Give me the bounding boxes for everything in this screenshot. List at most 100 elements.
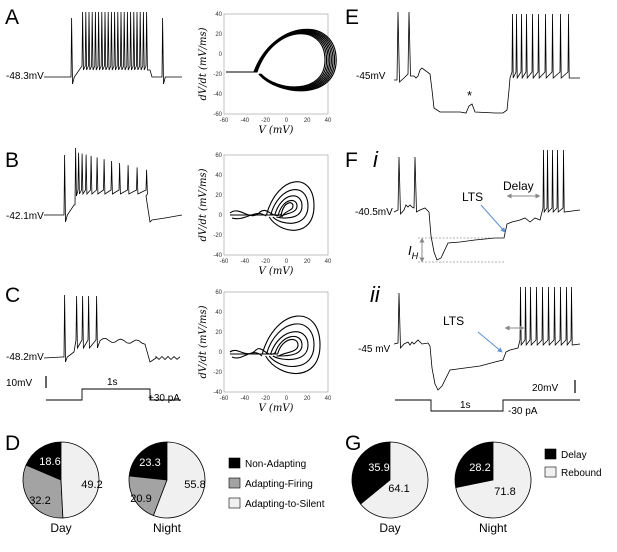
pie-slice bbox=[351, 441, 391, 505]
phase-plot-frame bbox=[223, 291, 329, 393]
lts-label-f-i: LTS bbox=[462, 190, 483, 204]
voltage-scale-label-c: 10mV bbox=[6, 378, 32, 389]
legend-swatch-delay bbox=[544, 448, 557, 460]
y-axis-label: dV/dt (mV/ms) bbox=[198, 27, 209, 100]
phase-loop bbox=[230, 202, 294, 218]
pie-slice bbox=[128, 441, 168, 481]
y-tick-label: -20 bbox=[213, 72, 222, 78]
y-tick-label: 0 bbox=[219, 52, 223, 58]
pie-title: Night bbox=[479, 521, 508, 535]
rest-potential-label-b: -42.1mV bbox=[6, 211, 44, 222]
lts-label-f-ii: LTS bbox=[443, 314, 464, 328]
y-tick-label: -60 bbox=[213, 112, 222, 118]
pie-value-label: 64.1 bbox=[388, 483, 409, 495]
x-tick-label: 20 bbox=[304, 259, 311, 265]
x-tick-label: 40 bbox=[325, 118, 332, 124]
legend-swatch-adapting-to-silent bbox=[228, 497, 241, 509]
phase-loop bbox=[230, 323, 315, 368]
phase-loop bbox=[226, 28, 337, 92]
panel-letter-a: A bbox=[5, 6, 19, 29]
pie-value-label: 18.6 bbox=[39, 456, 60, 468]
rest-potential-label-c: -48.2mV bbox=[6, 352, 44, 363]
phase-loop bbox=[230, 181, 315, 231]
y-tick-label: 40 bbox=[215, 310, 222, 316]
x-tick-label: 0 bbox=[285, 396, 289, 402]
pie-slice bbox=[455, 441, 532, 519]
pie-value-label: 49.2 bbox=[81, 479, 102, 491]
pie-slice bbox=[360, 441, 429, 519]
legend-label-delay: Delay bbox=[561, 450, 587, 461]
y-tick-label: 40 bbox=[215, 12, 222, 18]
voltage-trace-f-ii bbox=[393, 286, 581, 391]
delay-label-f-i: Delay bbox=[503, 179, 534, 193]
y-tick-label: 40 bbox=[215, 173, 222, 179]
pie-slice bbox=[152, 441, 206, 519]
pie-charts: 18.632.249.2Day23.320.955.8Night35.964.1… bbox=[22, 441, 532, 535]
y-tick-label: 60 bbox=[215, 153, 222, 159]
pie-value-label: 55.8 bbox=[184, 479, 205, 491]
phase-loop bbox=[230, 338, 299, 357]
lts-arrow-f-i bbox=[480, 204, 506, 233]
y-axis-label: dV/dt (mV/ms) bbox=[198, 305, 209, 378]
ih-label: IH bbox=[408, 243, 419, 261]
current-step-f bbox=[395, 399, 580, 412]
pie-title: Day bbox=[50, 521, 71, 535]
y-tick-label: 20 bbox=[215, 193, 222, 199]
pie-value-label: 32.2 bbox=[29, 495, 50, 507]
pie-slice bbox=[60, 441, 100, 519]
pie-value-label: 71.8 bbox=[494, 486, 515, 498]
x-axis-label: V (mV) bbox=[259, 403, 294, 414]
asterisk-marker: * bbox=[467, 88, 472, 103]
current-step-c bbox=[46, 388, 181, 401]
voltage-trace-c bbox=[43, 294, 181, 363]
pie-slice bbox=[128, 475, 168, 517]
voltage-scale-label-f: 20mV bbox=[532, 383, 558, 394]
legend-label-non-adapting: Non-Adapting bbox=[245, 459, 306, 470]
y-tick-label: 20 bbox=[215, 32, 222, 38]
legend-label-rebound: Rebound bbox=[561, 468, 602, 479]
x-tick-label: -40 bbox=[240, 118, 249, 124]
x-tick-label: -40 bbox=[240, 259, 249, 265]
phase-loop bbox=[230, 335, 303, 357]
y-tick-label: 60 bbox=[215, 290, 222, 296]
x-tick-label: 20 bbox=[304, 396, 311, 402]
phase-noise-trace bbox=[229, 348, 277, 359]
y-tick-label: -20 bbox=[213, 233, 222, 239]
stim-label-f: -30 pA bbox=[508, 406, 538, 417]
x-tick-label: 40 bbox=[325, 259, 332, 265]
legend-label-adapting-firing: Adapting-Firing bbox=[245, 479, 313, 490]
voltage-trace-b bbox=[44, 147, 183, 223]
voltage-trace-e bbox=[394, 11, 580, 114]
x-tick-label: 40 bbox=[325, 396, 332, 402]
y-tick-label: -40 bbox=[213, 253, 222, 259]
pie-title: Night bbox=[153, 521, 182, 535]
y-tick-label: -40 bbox=[213, 92, 222, 98]
pie-value-label: 28.2 bbox=[469, 462, 490, 474]
x-tick-label: -60 bbox=[220, 396, 229, 402]
rest-potential-label-e: -45mV bbox=[356, 71, 386, 82]
pie-value-label: 23.3 bbox=[139, 457, 160, 469]
panel-letter-f: F bbox=[345, 149, 358, 172]
phase-plot-frame bbox=[223, 154, 329, 256]
lts-arrow-f-ii bbox=[477, 331, 503, 353]
x-axis-label: V (mV) bbox=[259, 266, 294, 277]
legend-d: Non-Adapting Adapting-Firing Adapting-to… bbox=[228, 457, 325, 510]
x-tick-label: -60 bbox=[220, 118, 229, 124]
phase-loop bbox=[230, 189, 309, 224]
y-tick-label: 0 bbox=[219, 213, 223, 219]
pie-slice bbox=[22, 464, 64, 519]
panel-letter-d: D bbox=[5, 432, 20, 455]
panel-letter-c: C bbox=[5, 284, 20, 307]
pie-title: Day bbox=[379, 521, 400, 535]
panel-sub-ii: ii bbox=[370, 282, 381, 307]
x-tick-label: 0 bbox=[285, 259, 289, 265]
phase-plot-frame bbox=[223, 13, 329, 115]
pie-value-label: 35.9 bbox=[368, 462, 389, 474]
x-tick-label: 20 bbox=[304, 118, 311, 124]
y-tick-label: -40 bbox=[213, 390, 222, 396]
legend-swatch-adapting-firing bbox=[228, 477, 241, 489]
x-tick-label: 0 bbox=[285, 118, 289, 124]
legend-swatch-rebound bbox=[544, 466, 557, 478]
